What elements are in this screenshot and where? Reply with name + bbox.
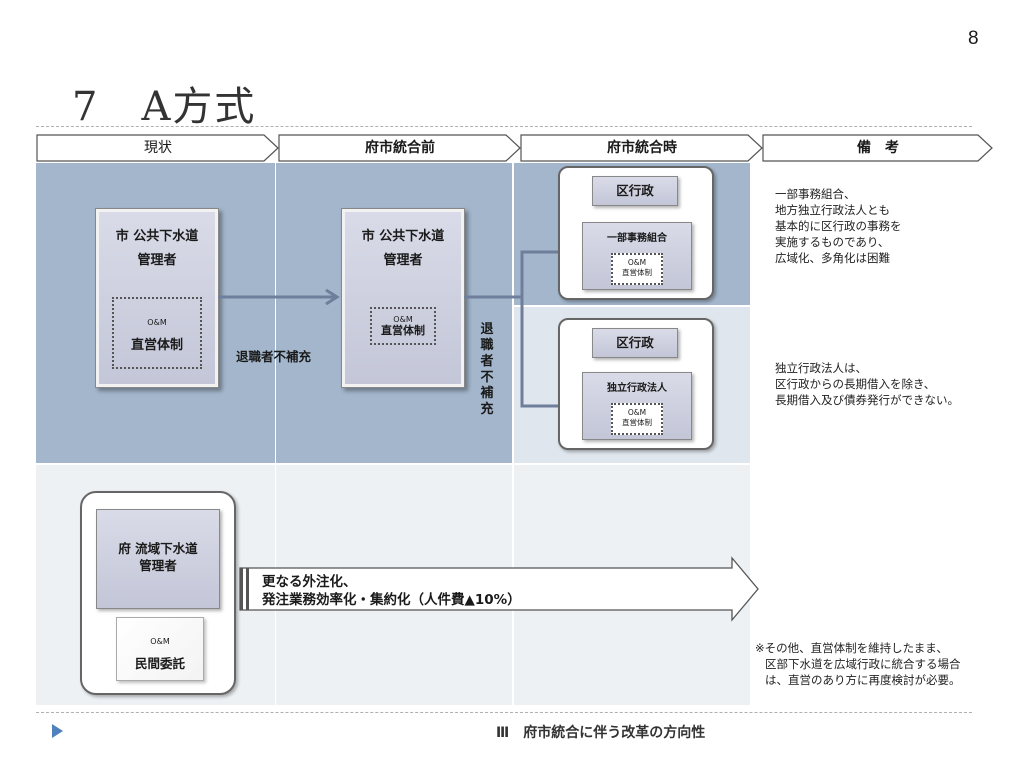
private-contract-box: O&M 民間委託 [116, 617, 204, 681]
header-remarks: 備 考 [762, 134, 994, 162]
title-divider [36, 126, 972, 127]
remark-note-2: 独立行政法人は、 区行政からの長期借入を除き、 長期借入及び債券発行ができない。 [775, 360, 959, 408]
om-label: O&M [150, 637, 170, 646]
direct-label: 直営体制 [622, 418, 652, 427]
header-during-label: 府市統合時 [607, 140, 677, 156]
om-label: O&M [393, 315, 413, 324]
remark-line: 広域化、多角化は困難 [775, 251, 890, 265]
om-label: O&M [627, 258, 647, 267]
page-number: 8 [968, 28, 979, 49]
ward-admin-upper-box: 区行政 一部事務組合 O&M 直営体制 [558, 166, 714, 300]
remark-line: は、直営のあり方に再度検討が必要。 [765, 673, 961, 687]
private-label: 民間委託 [134, 656, 185, 671]
remark-line: 一部事務組合、 [775, 187, 856, 201]
remark-line: 実施するものであり、 [775, 235, 890, 249]
pref-admin-box: 府 流域下水道 管理者 [96, 509, 220, 609]
footer-triangle-icon [52, 724, 63, 738]
header-current-label: 現状 [144, 140, 172, 156]
chevron-shape [278, 134, 521, 162]
pref-admin-title: 府 流域下水道 [118, 541, 198, 556]
ward-admin-label: 区行政 [616, 183, 654, 198]
retiree-label-horizontal: 退職者不補充 [236, 349, 312, 364]
om-label: O&M [627, 408, 647, 417]
partial-union-label: 一部事務組合 [607, 233, 667, 244]
chevron-shape [762, 134, 993, 162]
remark-line: 基本的に区行政の事務を [775, 219, 902, 233]
remark-note-1: 一部事務組合、 地方独立行政法人とも 基本的に区行政の事務を 実施するものであり… [775, 186, 902, 266]
direct-label: 直営体制 [622, 268, 652, 277]
city-admin-title: 市 公共下水道 [361, 229, 445, 244]
om-direct-box: O&M 直営体制 [112, 297, 202, 369]
city-admin-box-current: 市 公共下水道 管理者 O&M 直営体制 [95, 208, 219, 388]
remark-line: 区部下水道を広域行政に統合する場合 [765, 657, 961, 671]
pref-admin-outer-box: 府 流域下水道 管理者 O&M 民間委託 [80, 491, 236, 695]
om-direct-box: O&M 直営体制 [611, 403, 663, 435]
outsourcing-arrow [239, 556, 759, 622]
ward-admin-label-box: 区行政 [592, 176, 678, 206]
city-admin-title: 市 公共下水道 [115, 229, 199, 244]
remark-line: 長期借入及び債券発行ができない。 [775, 393, 959, 407]
chevron-shape [36, 134, 279, 162]
remark-line: 独立行政法人は、 [775, 361, 867, 375]
header-remarks-label: 備 考 [857, 140, 899, 156]
header-current: 現状 [36, 134, 280, 162]
chevron-shape [520, 134, 763, 162]
header-before: 府市統合前 [278, 134, 522, 162]
ward-admin-label: 区行政 [616, 335, 654, 350]
direct-label: 直営体制 [381, 324, 425, 337]
remark-line: ※その他、直営体制を維持したまま、 [755, 641, 948, 655]
partial-union-box: 一部事務組合 O&M 直営体制 [582, 222, 692, 290]
page-title: 7 A方式 [72, 84, 257, 130]
header-before-label: 府市統合前 [365, 140, 435, 156]
ward-admin-lower-box: 区行政 独立行政法人 O&M 直営体制 [558, 318, 714, 450]
independent-agency-box: 独立行政法人 O&M 直営体制 [582, 372, 692, 440]
footer-section-title: Ⅲ 府市統合に伴う改革の方向性 [496, 725, 706, 741]
remark-line: 区行政からの長期借入を除き、 [775, 377, 936, 391]
om-label: O&M [147, 318, 167, 327]
independent-agency-label: 独立行政法人 [607, 383, 667, 394]
direct-label: 直営体制 [130, 338, 183, 353]
remark-note-3: ※その他、直営体制を維持したまま、 区部下水道を広域行政に統合する場合 は、直営… [755, 640, 961, 688]
ward-admin-label-box: 区行政 [592, 328, 678, 358]
footer-divider [36, 712, 972, 713]
om-direct-box: O&M 直営体制 [370, 307, 436, 345]
om-direct-box: O&M 直営体制 [611, 253, 663, 285]
retiree-label-vertical: 退職者不補充 [480, 322, 494, 417]
header-during: 府市統合時 [520, 134, 764, 162]
outsourcing-arrow-line1: 更なる外注化、 [262, 574, 357, 590]
city-admin-subtitle: 管理者 [137, 253, 177, 268]
city-admin-box-before: 市 公共下水道 管理者 O&M 直営体制 [341, 208, 465, 388]
outsourcing-arrow-line2: 発注業務効率化・集約化（人件費▲10%） [262, 592, 521, 608]
remark-line: 地方独立行政法人とも [775, 203, 890, 217]
city-admin-subtitle: 管理者 [383, 253, 423, 268]
pref-admin-subtitle: 管理者 [139, 558, 177, 573]
